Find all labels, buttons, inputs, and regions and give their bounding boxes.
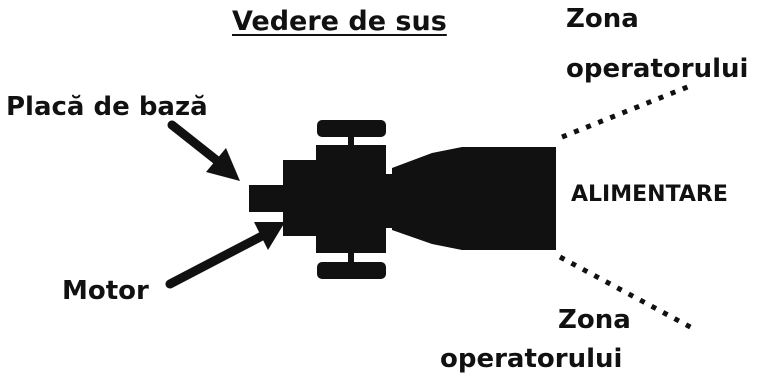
- operator-zone-bottom-boundary: [558, 254, 696, 332]
- diagram-title: Vedere de sus: [232, 6, 447, 37]
- operator-zone-top-label-line1: Zona: [566, 4, 639, 34]
- operator-zone-bottom-label-line1: Zona: [558, 305, 631, 335]
- operator-zone-top-boundary: [561, 83, 691, 140]
- feed-hopper-shape: [392, 147, 556, 250]
- base-plate-arrow-head-icon: [206, 148, 240, 181]
- motor-label: Motor: [62, 276, 149, 306]
- axle-bottom-shape: [348, 251, 354, 264]
- base-plate-arrow-line: [167, 120, 225, 168]
- operator-zone-top-label-line2: operatorului: [566, 54, 749, 84]
- wheel-bottom-icon: [317, 262, 386, 279]
- feed-label: ALIMENTARE: [571, 182, 728, 207]
- wheel-top-icon: [317, 120, 386, 137]
- motor-arrow-head-icon: [254, 222, 285, 250]
- chassis-shape: [316, 145, 386, 253]
- operator-zone-bottom-label-line2: operatorului: [440, 344, 623, 374]
- base-plate-shape: [249, 185, 285, 212]
- base-plate-label: Placă de bază: [6, 92, 208, 122]
- motor-arrow-line: [165, 231, 267, 289]
- axle-top-shape: [348, 135, 354, 147]
